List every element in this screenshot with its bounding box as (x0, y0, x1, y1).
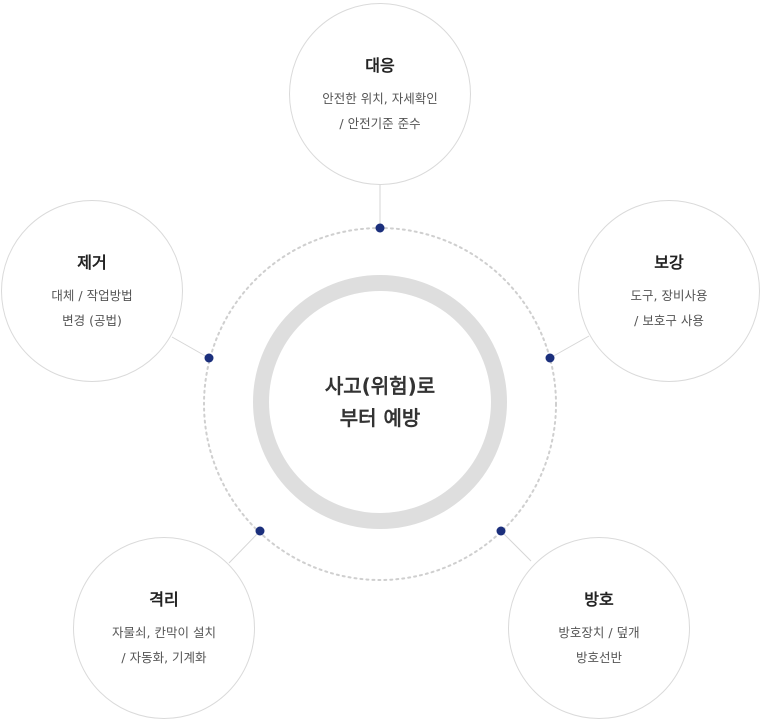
node-remove: 제거 대체 / 작업방법 변경 (공법) (1, 200, 183, 382)
node-reinforce: 보강 도구, 장비사용 / 보호구 사용 (578, 200, 760, 382)
node-description-line1: 대체 / 작업방법 (51, 288, 133, 303)
node-description-line2: 방호선반 (575, 650, 622, 665)
node-title: 제거 (77, 253, 107, 272)
node-description-line2: 변경 (공법) (62, 313, 122, 328)
center-text-line1: 사고(위험)로 (324, 374, 436, 398)
node-title: 보강 (654, 253, 684, 272)
connector-remove (171, 336, 210, 359)
node-protect: 방호 방호장치 / 덮개 방호선반 (508, 537, 690, 719)
node-isolate: 격리 자물쇠, 칸막이 설치 / 자동화, 기계화 (73, 537, 255, 719)
connector-isolate (228, 530, 261, 564)
orbit-dot-reinforce (545, 353, 555, 363)
center-text-line2: 부터 예방 (339, 406, 421, 430)
node-description-line2: / 보호구 사용 (634, 313, 704, 328)
node-title: 격리 (149, 590, 179, 609)
node-response: 대응 안전한 위치, 자세확인 / 안전기준 준수 (289, 3, 471, 185)
node-title: 대응 (365, 56, 395, 75)
node-description-line2: / 자동화, 기계화 (121, 650, 207, 665)
node-description-line1: 안전한 위치, 자세확인 (322, 91, 438, 106)
orbit-dot-remove (204, 353, 214, 363)
connector-reinforce (549, 335, 590, 359)
node-description-line1: 도구, 장비사용 (630, 288, 708, 303)
orbit-dot-response (375, 223, 385, 233)
node-description-line2: / 안전기준 준수 (339, 116, 421, 131)
node-description-line1: 방호장치 / 덮개 (558, 625, 640, 640)
connector-protect (500, 530, 532, 562)
center-ring: 사고(위험)로 부터 예방 (253, 275, 507, 529)
node-description-line1: 자물쇠, 칸막이 설치 (112, 625, 216, 640)
node-title: 방호 (584, 590, 614, 609)
orbit-dot-protect (496, 526, 506, 536)
orbit-dot-isolate (255, 526, 265, 536)
